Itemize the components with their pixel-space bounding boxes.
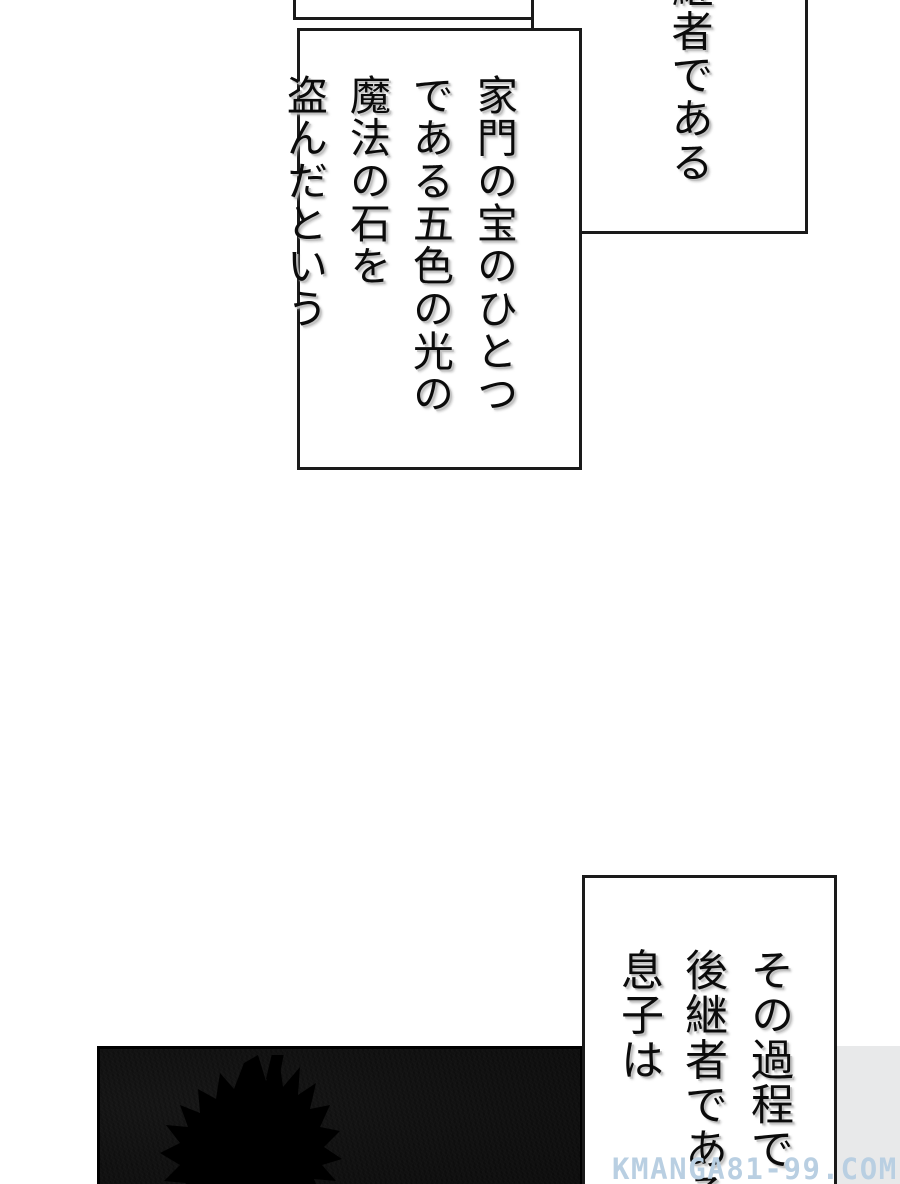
narration-text-middle-line-2: である五色の光の (405, 74, 454, 416)
narration-text-bottom-line-2: 後継者である (677, 948, 728, 1184)
narration-text-bottom-line-1: その過程で (743, 948, 794, 1172)
narration-text-bottom-line-3: 息子は (613, 948, 664, 1083)
panel-middle (297, 28, 582, 470)
panel-top-left-partial (293, 0, 534, 20)
creature-silhouette-icon (140, 1055, 380, 1184)
panel-bottom-dark (97, 1046, 583, 1184)
narration-text-top-right: 後継者である (665, 0, 714, 185)
narration-text-middle-line-4: 盗んだという (279, 74, 328, 330)
narration-text-middle-line-3: 魔法の石を (342, 74, 391, 288)
panel-bottom-right (582, 875, 837, 1184)
narration-text-middle-line-1: 家門の宝のひとつ (469, 74, 518, 416)
